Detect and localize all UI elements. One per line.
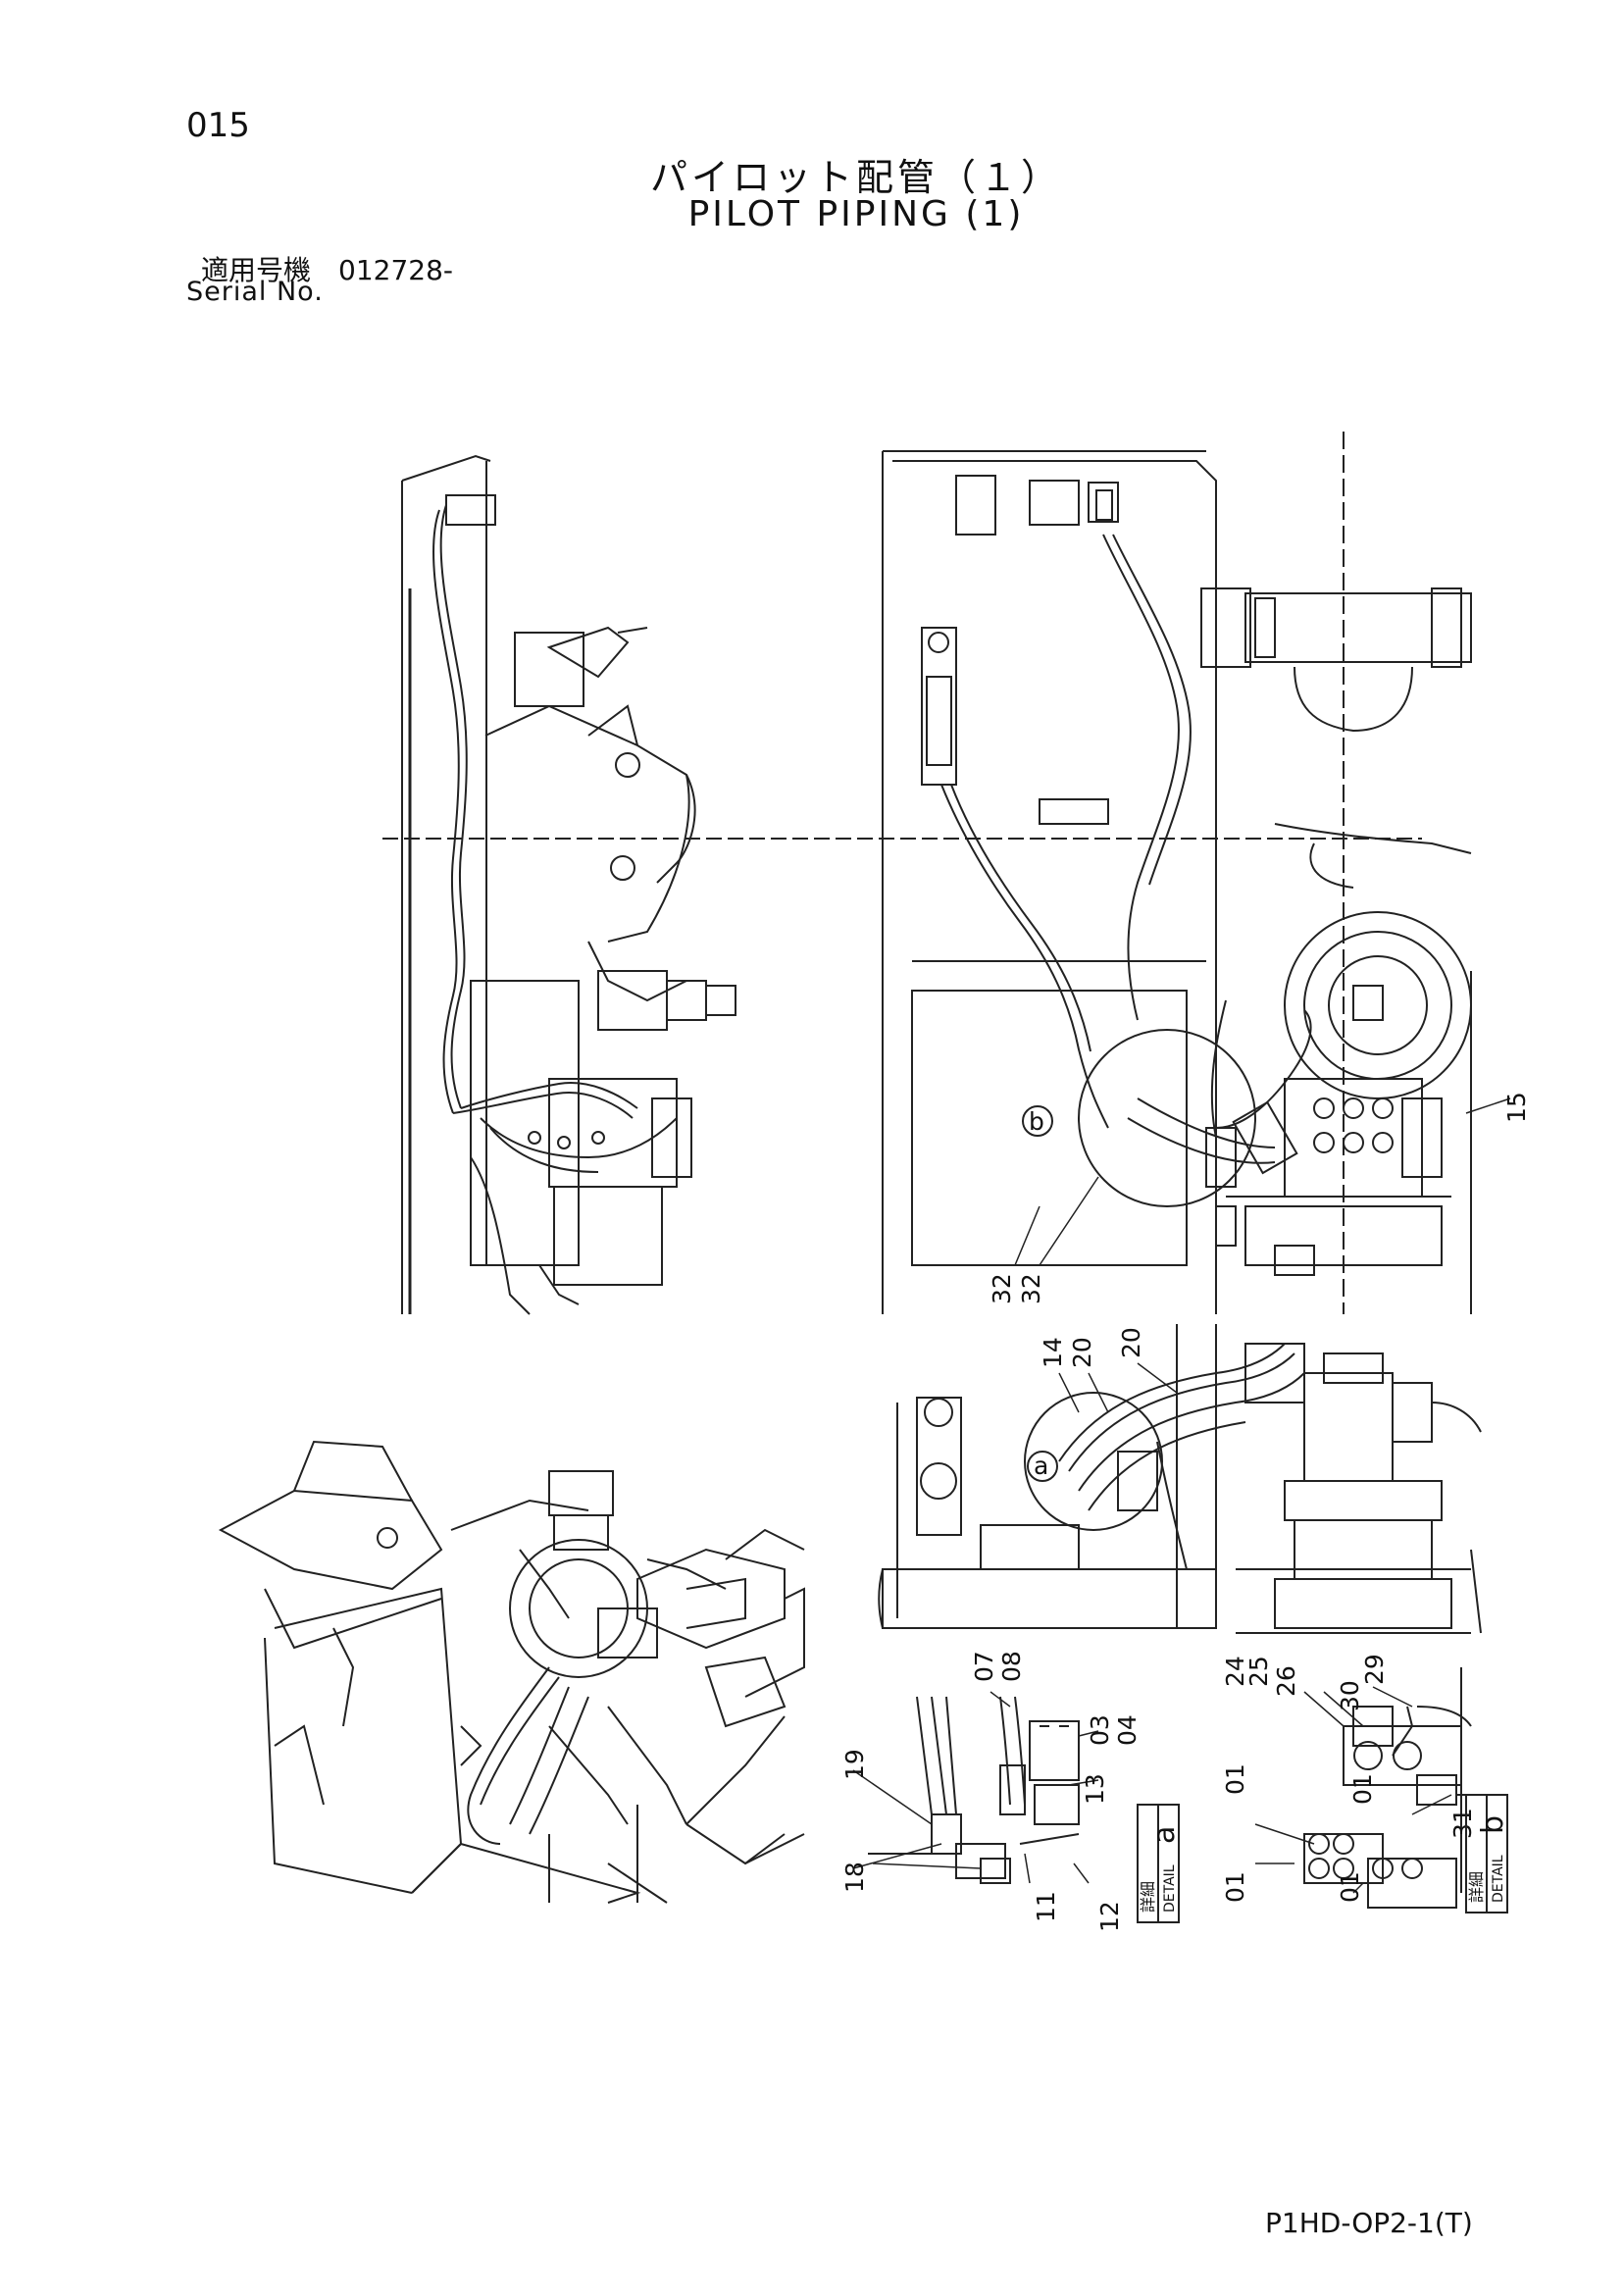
leader-lines: [852, 1097, 1511, 1894]
detail-b-drawing: [1303, 1667, 1472, 1909]
callout-01-d: 01: [1348, 1773, 1377, 1805]
detail-a-label-jp: 詳細: [1139, 1881, 1157, 1913]
callout-19: 19: [840, 1749, 869, 1780]
detail-a-label-en: DETAIL: [1162, 1864, 1178, 1913]
callout-26: 26: [1272, 1665, 1300, 1697]
callout-13: 13: [1081, 1773, 1109, 1805]
callout-31: 31: [1448, 1808, 1477, 1839]
side-view: [382, 454, 1422, 1315]
detail-a-marker-letter: a: [1034, 1452, 1048, 1480]
serial-number-label: Serial No.: [186, 277, 324, 307]
callout-11: 11: [1032, 1891, 1060, 1922]
callout-01-c: 01: [1336, 1871, 1364, 1903]
detail-b-marker: [1022, 1105, 1053, 1137]
callout-07: 07: [970, 1651, 998, 1682]
callout-04: 04: [1113, 1714, 1142, 1746]
callout-32-a: 32: [988, 1273, 1016, 1304]
detail-b-circle: [1078, 1029, 1256, 1207]
callout-29: 29: [1360, 1654, 1389, 1685]
serial-number-japanese: 適用号機 012728-: [201, 254, 453, 286]
top-view: [882, 432, 1472, 1314]
callout-20-b: 20: [1117, 1327, 1145, 1358]
callout-32-b: 32: [1017, 1273, 1045, 1304]
callout-18: 18: [840, 1862, 869, 1893]
callout-20-a: 20: [1068, 1337, 1096, 1368]
detail-b-box-letter: b: [1476, 1815, 1510, 1834]
detail-b-marker-letter: b: [1029, 1107, 1044, 1136]
callout-15: 15: [1502, 1092, 1531, 1123]
callout-14: 14: [1039, 1337, 1067, 1368]
detail-b-label-en: DETAIL: [1491, 1855, 1506, 1903]
detail-a-box-letter: a: [1147, 1826, 1182, 1844]
callout-25: 25: [1244, 1656, 1273, 1687]
callout-12: 12: [1095, 1901, 1124, 1932]
callout-30: 30: [1336, 1680, 1364, 1711]
isometric-view: [218, 1440, 805, 1904]
detail-a-marker: [1027, 1451, 1058, 1482]
document-code: P1HD-OP2-1(T): [1265, 2207, 1473, 2239]
page-number: 015: [186, 106, 250, 145]
valve-side-view: [878, 1324, 1482, 1634]
callout-03: 03: [1086, 1714, 1114, 1746]
detail-a-drawing: [868, 1696, 1080, 1884]
callout-08: 08: [997, 1651, 1026, 1682]
callout-24: 24: [1221, 1656, 1249, 1687]
callout-01-b: 01: [1221, 1871, 1249, 1903]
callout-01-a: 01: [1221, 1763, 1249, 1795]
page-title-japanese: パイロット配管（１）: [649, 156, 1062, 199]
detail-b-label-jp: 詳細: [1467, 1871, 1486, 1903]
page-title-english: PILOT PIPING (1): [687, 194, 1025, 234]
